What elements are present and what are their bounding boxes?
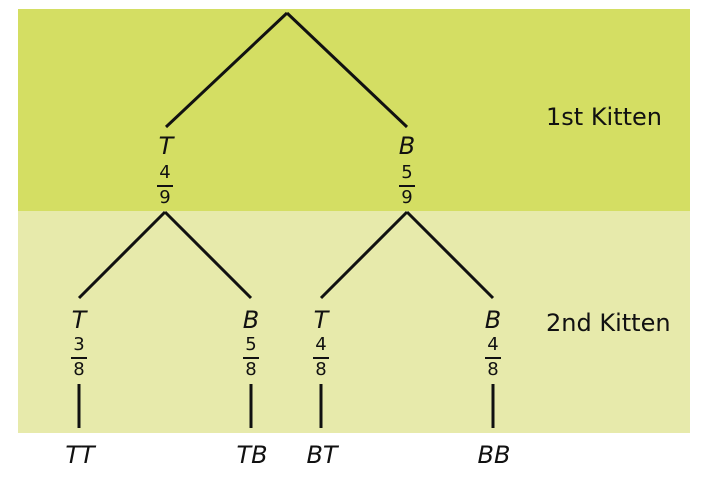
outcome-bb: BB	[477, 441, 511, 469]
node-first-b-probability: 5 9	[392, 164, 422, 207]
denominator: 8	[73, 359, 85, 380]
fraction-bar	[71, 357, 87, 359]
denominator: 8	[487, 359, 499, 380]
branch-t-left	[77, 210, 167, 300]
numerator: 5	[245, 334, 257, 355]
node-second-bb-label: B	[484, 306, 502, 334]
node-second-bb-probability: 4 8	[478, 336, 508, 379]
first-level-band	[18, 9, 690, 211]
fraction-bar	[399, 185, 415, 187]
node-first-t-probability: 4 9	[150, 164, 180, 207]
node-first-t-label: T	[158, 132, 174, 160]
node-second-tt-probability: 3 8	[64, 336, 94, 379]
branch-b-right	[405, 210, 495, 300]
fraction-bar	[243, 357, 259, 359]
fraction-bar	[313, 357, 329, 359]
outcome-tb: TB	[236, 441, 268, 469]
branch-t-right	[163, 210, 253, 300]
branch-root-left	[164, 11, 289, 129]
second-kitten-level-label: 2nd Kitten	[546, 309, 671, 337]
fraction-bar	[485, 357, 501, 359]
denominator: 9	[401, 187, 413, 208]
node-second-bt-label: T	[313, 306, 329, 334]
fraction-bar	[157, 185, 173, 187]
node-second-bt-probability: 4 8	[306, 336, 336, 379]
numerator: 4	[159, 162, 171, 183]
denominator: 8	[315, 359, 327, 380]
node-second-tt-label: T	[71, 306, 87, 334]
denominator: 9	[159, 187, 171, 208]
node-second-tb-label: B	[242, 306, 260, 334]
node-second-tb-probability: 5 8	[236, 336, 266, 379]
numerator: 3	[73, 334, 85, 355]
node-first-b-label: B	[398, 132, 416, 160]
first-kitten-level-label: 1st Kitten	[546, 103, 663, 131]
outcome-bt: BT	[306, 441, 338, 469]
numerator: 5	[401, 162, 413, 183]
outcome-tt: TT	[65, 441, 95, 469]
denominator: 8	[245, 359, 257, 380]
numerator: 4	[487, 334, 499, 355]
branch-root-right	[285, 11, 409, 129]
branch-b-left	[319, 210, 409, 300]
numerator: 4	[315, 334, 327, 355]
